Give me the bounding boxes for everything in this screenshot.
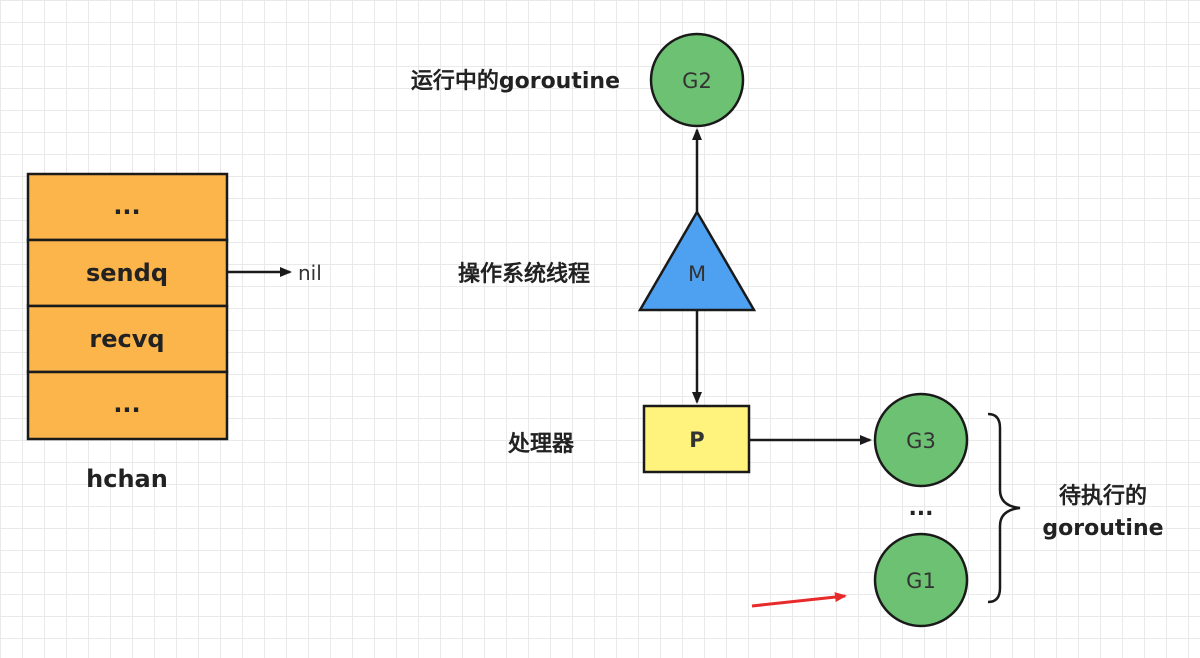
hchan-label: hchan: [86, 465, 168, 493]
waiting-queue-brace: [987, 412, 1021, 604]
os-thread-m-label: M: [688, 262, 706, 286]
hchan-cell-0: [26, 172, 229, 242]
goroutine-g1: [873, 532, 969, 628]
waiting-label-line2: goroutine: [1042, 516, 1163, 541]
nil-label: nil: [298, 261, 322, 285]
hchan-cell-label-1: sendq: [86, 259, 168, 287]
running-goroutine-label: 运行中的goroutine: [411, 68, 620, 94]
hchan-cell-3: [26, 370, 229, 441]
goroutine-g2: [649, 32, 745, 128]
red-pointer-arrow: [751, 592, 847, 608]
goroutine-g2-label: G2: [682, 69, 712, 93]
os-thread-label: 操作系统线程: [458, 261, 590, 287]
hchan-cell-1: [26, 238, 229, 308]
goroutine-g3-label: G3: [906, 429, 936, 453]
hchan-cell-label-0: ...: [113, 192, 140, 220]
processor-p: [642, 404, 751, 474]
queue-ellipsis: ...: [908, 496, 933, 521]
hchan-cell-label-2: recvq: [89, 325, 164, 353]
goroutine-g1-label: G1: [906, 569, 936, 593]
processor-p-label: P: [689, 428, 704, 452]
processor-label: 处理器: [507, 431, 575, 457]
hchan-cell-label-3: ...: [113, 390, 140, 418]
goroutine-g3: [873, 392, 969, 488]
os-thread-m: [637, 209, 757, 312]
hchan-struct: ... sendq recvq ...: [26, 172, 229, 441]
waiting-label-line1: 待执行的: [1059, 483, 1147, 509]
